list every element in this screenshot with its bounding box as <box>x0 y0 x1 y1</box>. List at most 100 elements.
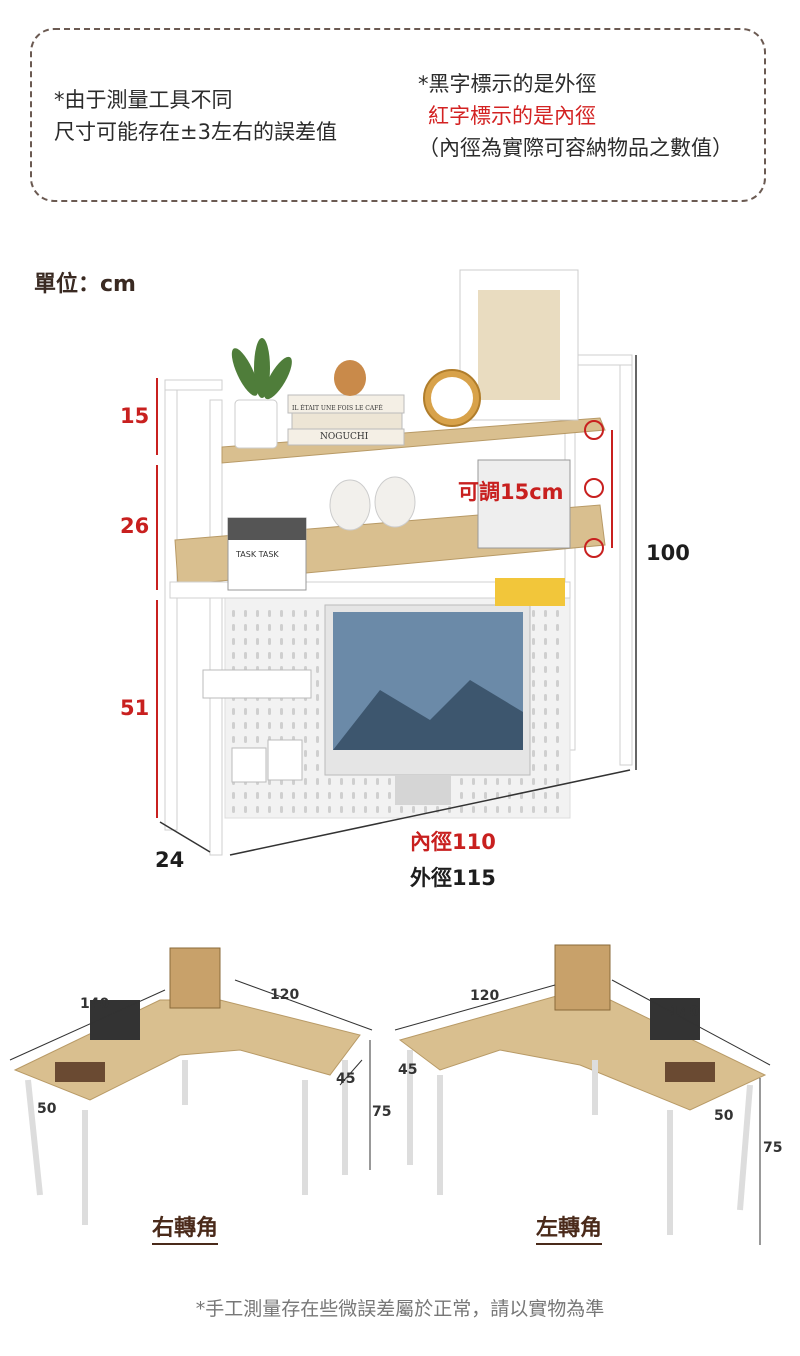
peg-hole <box>544 666 547 673</box>
book-text-2: NOGUCHI <box>320 432 369 442</box>
peg-hole <box>532 638 535 645</box>
peg-cup-2 <box>267 739 303 781</box>
peg-hole <box>304 778 307 785</box>
peg-hole <box>424 806 427 813</box>
peg-hole <box>232 708 235 715</box>
peg-hole <box>556 694 559 701</box>
desk-dimension-lines <box>9 979 771 1245</box>
peg-hole <box>544 778 547 785</box>
peg-hole <box>292 652 295 659</box>
peg-hole <box>484 806 487 813</box>
peg-hole <box>256 792 259 799</box>
cat-figurine <box>334 360 366 396</box>
peg-hole <box>316 722 319 729</box>
peg-hole <box>328 778 331 785</box>
peg-hole <box>532 680 535 687</box>
peg-shelf <box>202 669 312 699</box>
peg-hole <box>340 806 343 813</box>
peg-hole <box>556 652 559 659</box>
peg-hole <box>532 806 535 813</box>
peg-hole <box>340 778 343 785</box>
peg-hole <box>316 806 319 813</box>
adjust-marker-mid <box>584 478 604 498</box>
peg-hole <box>304 638 307 645</box>
peg-hole <box>532 666 535 673</box>
peg-hole <box>268 624 271 631</box>
peg-hole <box>544 610 547 617</box>
peg-hole <box>304 750 307 757</box>
peg-hole <box>280 638 283 645</box>
peg-hole <box>268 652 271 659</box>
peg-hole <box>268 792 271 799</box>
peg-hole <box>280 708 283 715</box>
peg-hole <box>268 610 271 617</box>
peg-hole <box>496 778 499 785</box>
note-right-line3: （內徑為實際可容納物品之數值） <box>418 136 733 160</box>
peg-hole <box>388 806 391 813</box>
left-desk-dim-120: 120 <box>470 988 500 1004</box>
peg-cup-1 <box>231 747 267 783</box>
peg-hole <box>544 750 547 757</box>
peg-hole <box>544 624 547 631</box>
peg-hole <box>280 722 283 729</box>
peg-hole <box>544 764 547 771</box>
peg-hole <box>316 680 319 687</box>
peg-hole <box>256 624 259 631</box>
desk-right <box>13 947 361 1225</box>
peg-hole <box>280 652 283 659</box>
note-right-line2: 紅字標示的是內徑 <box>428 104 596 128</box>
right-desk-dim-75: 75 <box>372 1104 392 1120</box>
book-text-1: IL ÉTAIT UNE FOIS LE CAFÉ <box>292 405 383 412</box>
peg-hole <box>532 624 535 631</box>
note-right-line1: *黑字標示的是外徑 <box>418 72 597 96</box>
peg-hole <box>244 736 247 743</box>
peg-hole <box>448 806 451 813</box>
peg-hole <box>232 806 235 813</box>
peg-hole <box>352 778 355 785</box>
peg-hole <box>460 778 463 785</box>
peg-hole <box>244 806 247 813</box>
peg-hole <box>508 806 511 813</box>
peg-hole <box>232 624 235 631</box>
right-desk-dim-140: 140 <box>80 996 110 1012</box>
peg-hole <box>292 610 295 617</box>
peg-hole <box>268 722 271 729</box>
peg-hole <box>316 666 319 673</box>
peg-hole <box>544 680 547 687</box>
peg-hole <box>472 792 475 799</box>
peg-hole <box>388 792 391 799</box>
peg-hole <box>496 806 499 813</box>
peg-hole <box>316 708 319 715</box>
peg-hole <box>256 610 259 617</box>
adjust-marker-top <box>584 420 604 440</box>
peg-hole <box>304 610 307 617</box>
peg-hole <box>520 778 523 785</box>
peg-hole <box>328 792 331 799</box>
peg-hole <box>532 694 535 701</box>
peg-hole <box>316 624 319 631</box>
peg-hole <box>556 722 559 729</box>
peg-hole <box>316 750 319 757</box>
peg-hole <box>532 750 535 757</box>
peg-hole <box>532 792 535 799</box>
peg-hole <box>232 792 235 799</box>
peg-hole <box>268 806 271 813</box>
peg-hole <box>544 638 547 645</box>
peg-hole <box>388 778 391 785</box>
peg-hole <box>328 806 331 813</box>
peg-hole <box>316 764 319 771</box>
note-left: *由于測量工具不同 尺寸可能存在±3左右的誤差值 <box>54 84 337 148</box>
right-corner-label: 右轉角 <box>152 1210 219 1245</box>
peg-hole <box>268 708 271 715</box>
plant-leaves <box>231 338 292 400</box>
peg-hole <box>352 792 355 799</box>
monitor-stand <box>395 775 451 805</box>
peg-hole <box>292 708 295 715</box>
outer-width: 外徑115 <box>410 866 496 890</box>
peg-hole <box>244 610 247 617</box>
peg-hole <box>376 792 379 799</box>
adjust-marker-bottom <box>584 538 604 558</box>
peg-hole <box>532 610 535 617</box>
dim-24: 24 <box>155 848 185 872</box>
